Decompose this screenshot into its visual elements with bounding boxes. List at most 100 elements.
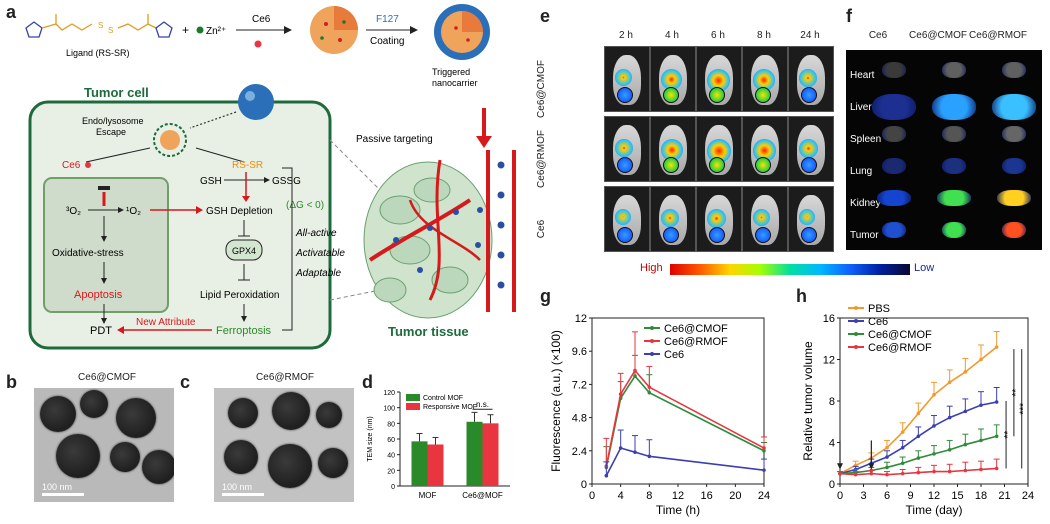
data-point <box>963 442 968 447</box>
gsh-depletion-label: GSH Depletion <box>206 206 273 217</box>
mouse-image <box>650 46 696 112</box>
x-tick-label: MOF <box>419 491 437 500</box>
data-point <box>762 446 766 450</box>
panel-letter-d: d <box>362 372 373 392</box>
x-tick-label: 16 <box>701 490 713 502</box>
y-tick-label: 7.2 <box>572 379 587 391</box>
f127-label: F127 <box>376 14 399 25</box>
ligand-structure: S S <box>25 14 173 38</box>
data-point <box>647 454 652 459</box>
lipid-label: Lipid Peroxidation <box>200 290 280 301</box>
y-tick-label: 4 <box>829 438 835 450</box>
organ-image <box>942 158 966 174</box>
x-tick-label: 6 <box>884 490 890 502</box>
x-tick-label: 9 <box>907 490 913 502</box>
organ-image <box>997 190 1031 206</box>
organ-label: Spleen <box>850 134 882 145</box>
y-tick-label: 0 <box>581 479 587 491</box>
legend-label: Responsive MOF <box>423 404 477 411</box>
rssr-label: RS-SR <box>232 160 263 171</box>
x-tick-label: 15 <box>951 490 963 502</box>
data-point <box>647 385 652 389</box>
tumor-tissue <box>363 159 493 319</box>
data-point <box>885 445 889 450</box>
pdt-pathway-box <box>43 177 169 313</box>
ns-label: n.s. <box>476 400 489 409</box>
data-point <box>885 472 889 477</box>
data-point <box>618 392 623 396</box>
tumor-tissue-label: Tumor tissue <box>388 324 469 339</box>
delta-g-label: (ΔG < 0) <box>286 200 324 211</box>
data-point <box>916 434 921 439</box>
legend-label: Ce6@RMOF <box>868 342 932 354</box>
data-point <box>947 380 952 385</box>
apoptosis-label: Apoptosis <box>74 289 123 301</box>
data-point <box>633 450 637 454</box>
all-active-label: All-active <box>295 228 337 239</box>
data-point <box>869 471 874 476</box>
x-axis-label: Time (day) <box>906 503 963 517</box>
data-point <box>647 390 652 395</box>
organ-label: Liver <box>850 102 872 113</box>
panel-letter-h: h <box>796 286 807 306</box>
mouse-image <box>696 116 742 182</box>
organ-image-background <box>846 50 1042 250</box>
organ-image <box>942 62 966 78</box>
data-point <box>916 411 921 416</box>
x-tick-label: 21 <box>998 490 1010 502</box>
organ-label: Heart <box>850 70 875 81</box>
y-tick-label: 100 <box>383 406 395 413</box>
bar <box>482 423 499 486</box>
y-tick-label: 12 <box>823 355 835 367</box>
o2-triplet: ³O₂ <box>66 206 81 217</box>
legend-label: Ce6 <box>664 349 684 361</box>
panel-letter-g: g <box>540 286 551 306</box>
activatable-label: Activatable <box>295 248 345 259</box>
data-point <box>947 447 952 452</box>
tumor-cell-label: Tumor cell <box>84 85 149 100</box>
y-tick-label: 0 <box>829 479 835 491</box>
data-point <box>885 465 889 470</box>
legend-marker <box>854 319 858 323</box>
organ-label: Kidney <box>850 198 881 209</box>
gsh-label: GSH <box>200 176 222 187</box>
zn-label: Zn²⁺ <box>206 26 226 37</box>
x-tick-label: 12 <box>672 490 684 502</box>
legend-label: Ce6@CMOF <box>868 329 932 341</box>
time-label: 4 h <box>665 30 679 41</box>
legend-label: Ce6 <box>868 316 888 328</box>
organ-image <box>1002 126 1026 142</box>
legend-marker <box>650 352 654 356</box>
organ-label: Tumor <box>850 230 879 241</box>
organ-column-label: Ce6@CMOF <box>909 30 967 41</box>
legend-marker <box>854 345 858 349</box>
colorbar <box>670 264 910 275</box>
panel-letter-c: c <box>180 372 191 392</box>
organ-column-label: Ce6@RMOF <box>969 30 1027 41</box>
bar <box>427 444 444 486</box>
gpx4-label: GPX4 <box>232 246 256 256</box>
svg-text:S: S <box>108 26 113 35</box>
y-axis-label: TEM size (nm) <box>367 416 374 462</box>
data-point <box>947 469 952 474</box>
row-label: Ce6@RMOF <box>536 130 547 188</box>
y-tick-label: 12 <box>575 313 587 325</box>
legend-label: Control MOF <box>423 395 463 402</box>
data-point <box>900 471 905 476</box>
data-point <box>963 468 968 473</box>
pdt-label: PDT <box>90 325 112 337</box>
mouse-image <box>696 46 742 112</box>
data-point <box>947 415 952 420</box>
panel-c-title: Ce6@RMOF <box>256 372 314 383</box>
organ-image <box>882 158 906 174</box>
y-tick-label: 9.6 <box>572 346 587 358</box>
x-tick-label: 0 <box>837 490 843 502</box>
data-point <box>900 430 905 434</box>
data-point <box>838 471 842 476</box>
panel-letter-a: a <box>6 2 17 22</box>
panel-letter-f: f <box>846 6 852 26</box>
adaptable-label: Adaptable <box>295 268 341 279</box>
legend-marker <box>650 339 654 343</box>
new-attribute-label: New Attribute <box>136 317 196 328</box>
